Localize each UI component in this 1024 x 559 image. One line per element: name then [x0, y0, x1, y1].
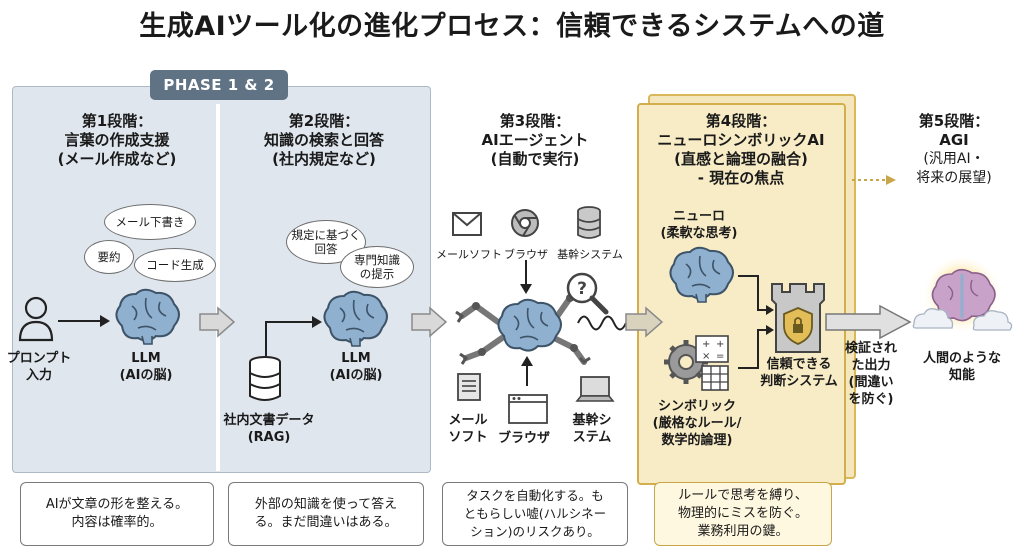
stage-arrow-2-3	[411, 306, 448, 338]
database-label: 社内文書データ(RAG)	[223, 413, 315, 445]
verified-output-label: 検証され た出力 (間違い を防ぐ)	[844, 341, 897, 407]
llm-brain-icon	[115, 288, 180, 345]
neuro-brain-icon	[669, 246, 734, 303]
stage2-heading: 第2段階：	[288, 112, 360, 130]
arrow-user-to-llm	[58, 315, 110, 327]
stage-arrow-1-2	[199, 306, 236, 338]
document-icon	[457, 373, 481, 401]
stage5-header: 第5段階： AGI (汎用AI・ 将来の展望)	[892, 112, 1016, 188]
stage3-heading: 第3段階：	[499, 112, 571, 130]
label-core-system-top: 基幹システム	[557, 248, 623, 261]
laptop-icon	[575, 376, 615, 402]
stage2-sub: (社内規定など)	[272, 150, 376, 168]
bubble-rule-answer: 規定に基づく 回答	[286, 220, 366, 264]
llm-label-2: LLM(AIの脳)	[329, 351, 383, 383]
arrow-browser-up	[521, 356, 533, 386]
page-title: 生成AIツール化の進化プロセス：信頼できるシステムへの道	[139, 11, 885, 42]
stage4-header: 第4段階： ニューロシンボリックAI (直感と論理の融合) - 現在の焦点	[640, 112, 842, 188]
stage4-sub: (直感と論理の融合)	[674, 150, 808, 168]
stage1-sub: (メール作成など)	[57, 150, 177, 168]
magnifier-question-icon: ?	[566, 272, 609, 315]
user-icon	[18, 296, 54, 342]
human-intelligence-label: 人間のような知能	[922, 351, 1001, 383]
stage4-name: ニューロシンボリックAI	[657, 131, 825, 149]
label-browser-top: ブラウザ	[504, 248, 548, 261]
label-core-system-bottom: 基幹シ ステム	[572, 413, 612, 445]
stage2-note: 外部の知識を使って答え る。まだ間違いはある。	[228, 482, 424, 546]
stage1-header: 第1段階： 言葉の作成支援 (メール作成など)	[22, 112, 212, 169]
server-icon	[577, 206, 601, 239]
trust-system-label: 信頼できる判断システム	[760, 357, 838, 389]
agent-robot-arms-icon	[455, 260, 591, 365]
stage-divider	[216, 104, 220, 471]
agi-glowing-brain-icon	[912, 258, 1013, 338]
stage5-heading: 第5段階：	[918, 112, 990, 130]
symbolic-label: シンボリック (厳格なルール/ 数学的論理)	[652, 399, 742, 448]
user-label: プロンプト入力	[6, 351, 72, 383]
dotted-arrow-to-stage5	[852, 175, 896, 185]
svg-text:+: +	[702, 339, 710, 350]
wave-signal-icon	[577, 315, 627, 331]
stage5-name: AGI	[939, 131, 969, 149]
svg-text:?: ?	[577, 279, 587, 299]
stage3-name: AIエージェント	[481, 131, 589, 149]
label-mail-software-top: メールソフト	[436, 248, 502, 261]
llm-label-1: LLM(AIの脳)	[119, 351, 173, 383]
stage1-note: AIが文章の形を整える。 内容は確率的。	[20, 482, 214, 546]
stage1-heading: 第1段階：	[81, 112, 153, 130]
stage2-header: 第2段階： 知識の検索と回答 (社内規定など)	[224, 112, 424, 169]
bubble-mail-draft: メール下書き	[104, 204, 196, 240]
bubble-summary: 要約	[84, 240, 134, 274]
gear-calculator-icon: + + × =	[664, 335, 729, 391]
stage5-sub-2: 将来の展望)	[916, 170, 992, 186]
bubble-expert-knowledge: 専門知識 の提示	[340, 246, 414, 288]
svg-text:+: +	[716, 339, 724, 350]
bubble-code-gen: コード生成	[134, 248, 216, 282]
stage2-name: 知識の検索と回答	[263, 131, 384, 149]
mail-icon	[452, 212, 482, 236]
stage1-name: 言葉の作成支援	[64, 131, 170, 149]
verified-output-arrow	[825, 304, 912, 340]
browser-icon	[511, 209, 539, 237]
stage4-note: ルールで思考を縛り、 物理的にミスを防ぐ。 業務利用の鍵。	[654, 482, 832, 546]
neuro-label: ニューロ(柔軟な思考)	[660, 209, 738, 241]
stage-arrow-3-4	[625, 306, 664, 338]
llm-brain-icon-2	[323, 290, 388, 347]
stage4-heading: 第4段階：	[705, 112, 777, 130]
connector-lines	[738, 275, 774, 369]
svg-text:×: ×	[702, 351, 710, 362]
stage5-sub-1: (汎用AI・	[923, 151, 985, 167]
phase-tab: PHASE 1 & 2	[150, 70, 288, 100]
trust-tower-icon	[771, 283, 825, 353]
svg-text:=: =	[716, 351, 724, 362]
stage3-note: タスクを自動化する。も ともらしい嘘(ハルシネー ション)のリスクあり。	[442, 482, 628, 546]
browser-window-icon	[508, 394, 548, 424]
stage3-sub: (自動で実行)	[490, 150, 580, 168]
arrow-db-to-llm	[265, 316, 322, 356]
stage4-focus: - 現在の焦点	[697, 169, 785, 187]
database-icon	[249, 356, 281, 401]
stage3-header: 第3段階： AIエージェント (自動で実行)	[440, 112, 630, 169]
label-browser-bottom: ブラウザ	[497, 431, 550, 446]
label-mail-software-bottom: メール ソフト	[448, 413, 488, 445]
